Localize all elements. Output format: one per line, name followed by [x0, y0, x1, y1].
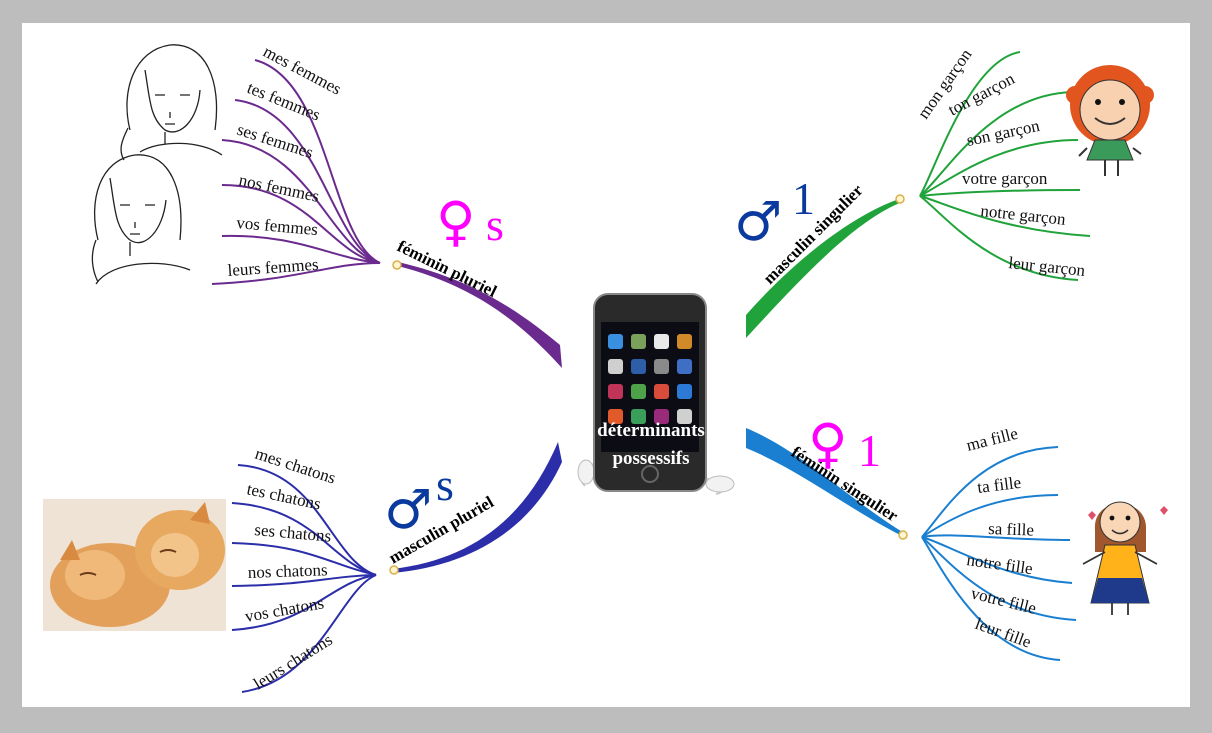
cartoon-girl-illustration — [1082, 501, 1168, 615]
cartoon-boy-illustration — [1066, 65, 1154, 176]
leaf-label: ta fille — [976, 473, 1022, 497]
leaf-label: tes chatons — [245, 479, 322, 513]
leaves-feminin-pluriel — [211, 59, 381, 285]
leaf-label: ma fille — [964, 424, 1019, 455]
leaf-label: notre fille — [965, 550, 1034, 578]
leaf-label: nos femmes — [237, 170, 321, 206]
leaf-label: leur garçon — [1008, 253, 1087, 280]
female-symbol-icon: ♀ — [436, 190, 476, 253]
junction-node — [895, 194, 905, 204]
app-icons-grid — [608, 334, 692, 424]
kittens-photo — [43, 499, 226, 631]
center-title-line-1: déterminants — [597, 420, 705, 441]
leaves-feminin-singulier — [921, 446, 1077, 661]
symbol-masculin-pluriel: ♂ s — [384, 459, 454, 541]
plural-marker: s — [436, 459, 454, 510]
leaf-label: notre garçon — [980, 201, 1067, 229]
branch-masculin-pluriel-line — [392, 442, 562, 573]
leaf-label: mes chatons — [253, 444, 338, 488]
woman-sketch-illustration — [120, 44, 223, 161]
leaf-label: sa fille — [988, 519, 1034, 540]
female-symbol-icon: ♀ — [808, 412, 848, 475]
junction-node — [392, 260, 402, 270]
leaf-label: vos femmes — [236, 213, 319, 239]
singular-marker: 1 — [792, 173, 815, 224]
leaf-label: nos chatons — [247, 560, 327, 582]
male-symbol-icon: ♂ — [384, 478, 432, 541]
junction-node — [898, 530, 908, 540]
male-symbol-icon: ♂ — [734, 190, 782, 253]
leaf-label: leurs chatons — [250, 630, 336, 693]
singular-marker: 1 — [858, 425, 881, 476]
symbol-feminin-singulier: ♀ 1 — [808, 412, 881, 476]
leaf-label: ses femmes — [235, 120, 316, 162]
woman-sketch-illustration — [91, 154, 191, 285]
leaves-masculin-pluriel — [231, 464, 377, 693]
leaf-label: ses chatons — [254, 520, 332, 546]
leaf-label: leurs femmes — [227, 255, 319, 280]
symbol-masculin-singulier: ♂ 1 — [734, 173, 815, 253]
symbol-feminin-pluriel: ♀ s — [436, 190, 504, 253]
leaf-label: votre garçon — [962, 169, 1048, 188]
center-ipod-image: déterminants possessifs — [577, 293, 735, 495]
center-title-line-2: possessifs — [612, 448, 689, 469]
leaf-labels-feminin-singulier: ma fille ta fille sa fille notre fille v… — [964, 424, 1038, 652]
leaves-masculin-singulier — [919, 51, 1091, 281]
leaf-labels-masculin-pluriel: mes chatons tes chatons ses chatons nos … — [243, 444, 338, 694]
leaf-label: leur fille — [973, 614, 1034, 652]
leaf-label: votre fille — [969, 583, 1038, 618]
branch-feminin-singulier-line — [746, 428, 904, 537]
leaf-labels-masculin-singulier: mon garçon ton garçon son garçon votre g… — [914, 45, 1087, 280]
junction-node — [389, 565, 399, 575]
leaf-label: vos chatons — [243, 593, 325, 626]
plural-marker: s — [486, 199, 504, 250]
